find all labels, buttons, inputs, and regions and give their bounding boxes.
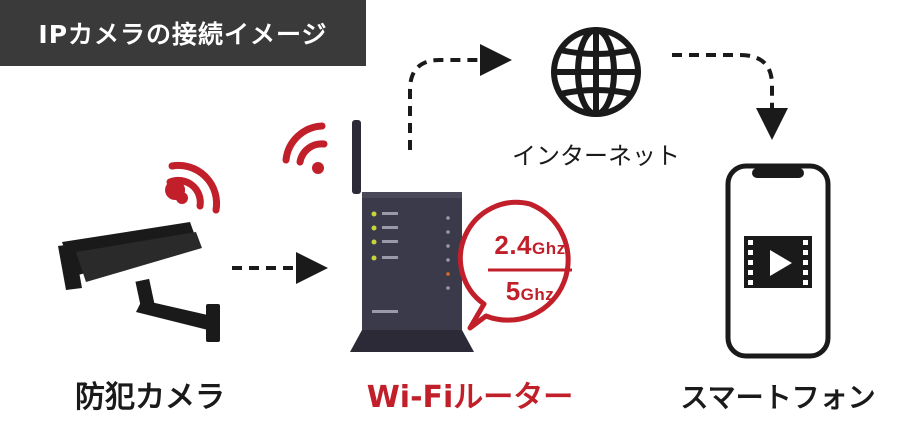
router-icon (350, 120, 474, 352)
band-2-4-value: 2.4 (494, 230, 533, 260)
title-banner: IPカメラの接続イメージ (0, 0, 366, 66)
router-label: Wi-Fiルーター (366, 380, 574, 415)
arrow-router-to-internet (408, 44, 512, 150)
globe-icon (551, 27, 641, 117)
band-5-value: 5 (505, 276, 521, 306)
band-5ghz: 5Ghz (506, 276, 555, 307)
video-play-icon (744, 236, 812, 288)
security-camera-icon (58, 222, 220, 342)
camera-label: 防犯カメラ (75, 380, 225, 415)
arrow-internet-to-phone (672, 53, 788, 140)
internet-label: インターネット (512, 142, 680, 170)
band-2-4ghz: 2.4Ghz (494, 230, 565, 261)
router-wifi-signal-icon (282, 122, 328, 174)
band-2-4-unit: Ghz (532, 239, 566, 258)
phone-label: スマートフォン (680, 381, 876, 414)
diagram-title: IPカメラの接続イメージ (38, 20, 328, 49)
band-5-unit: Ghz (520, 285, 555, 304)
camera-wifi-signal-icon (165, 161, 221, 214)
band-speech-bubble (457, 199, 572, 331)
